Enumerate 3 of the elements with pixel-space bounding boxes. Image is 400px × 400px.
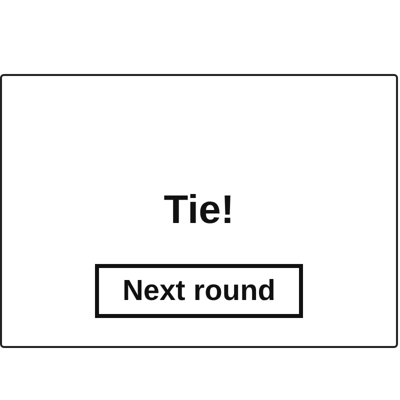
result-heading: Tie!	[162, 187, 236, 233]
dialog-panel	[0, 74, 398, 348]
next-round-button: Next round	[95, 264, 303, 318]
